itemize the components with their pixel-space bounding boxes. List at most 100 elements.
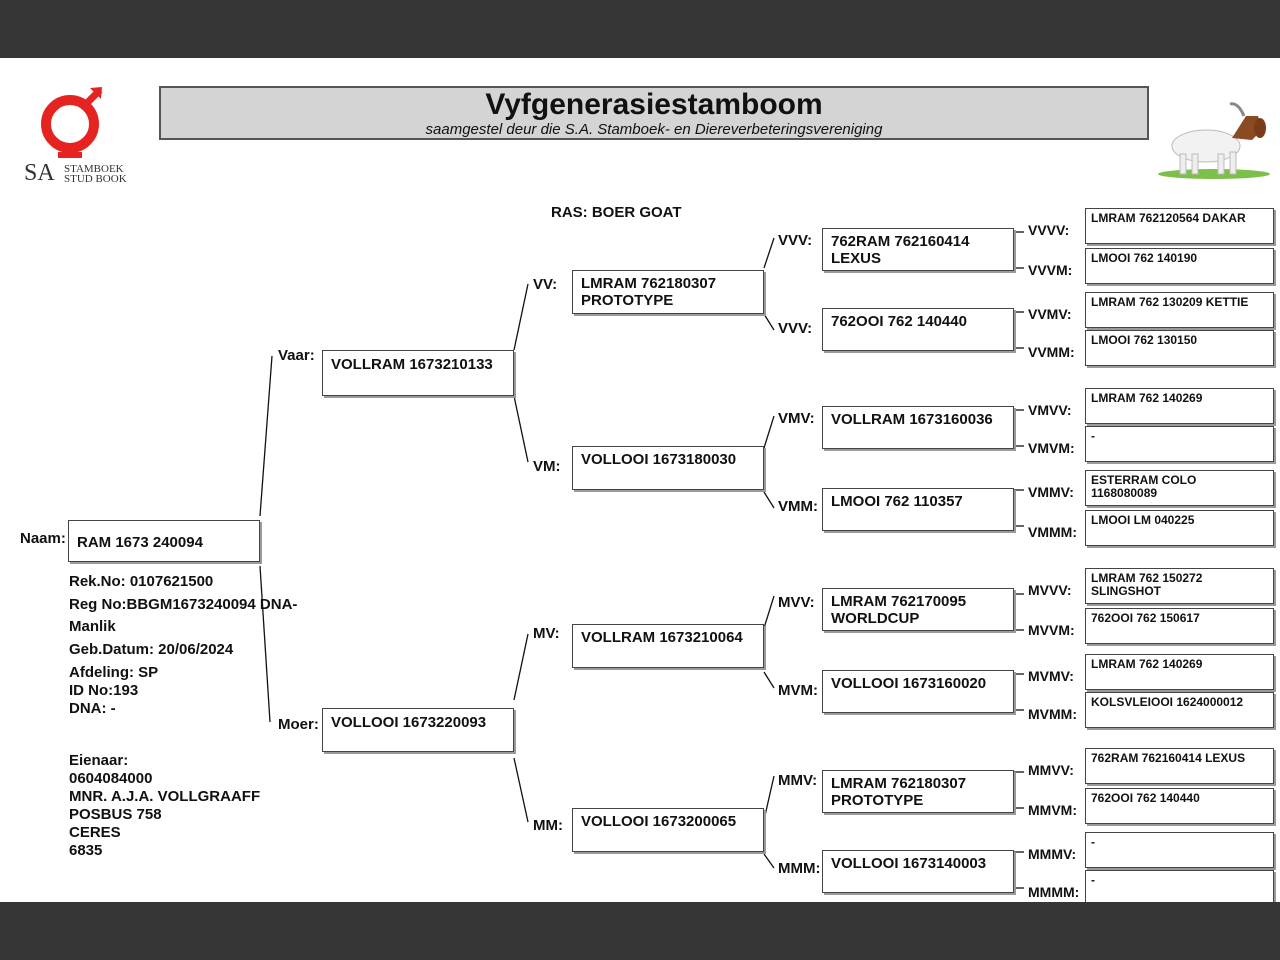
gen4-ancestor-box: 762OOI 762 150617: [1085, 608, 1274, 644]
detail-id-no: ID No:193: [69, 682, 139, 699]
pedigree-connector-lines: [259, 231, 1024, 889]
gen3-ancestor-box: VOLLRAM 1673160036: [822, 406, 1014, 449]
ancestor-name-line: LMRAM 762180307: [581, 275, 717, 292]
sire-label: Vaar:: [278, 347, 315, 364]
ancestor-name-line: KOLSVLEIOOI 1624000012: [1091, 695, 1244, 709]
ancestor-name-line: LMRAM 762 140269: [1091, 391, 1203, 405]
detail-sex: Manlik: [69, 618, 116, 635]
ancestor-name-line: LEXUS: [831, 250, 882, 267]
gen3-label: VVV:: [778, 320, 813, 337]
gen2-label: VM:: [533, 458, 561, 475]
gen2-label: MM:: [533, 817, 563, 834]
gen4-ancestor-box: LMOOI 762 140190: [1085, 248, 1274, 284]
gen4-ancestor-box: LMRAM 762 140269: [1085, 654, 1274, 690]
gen4-label: MVVV:: [1028, 582, 1072, 598]
gen4-label: MMMM:: [1028, 884, 1080, 900]
sa-studbook-logo: SA STAMBOEK STUD BOOK: [24, 84, 134, 189]
ancestor-name-line: VOLLOOI 1673200065: [581, 813, 737, 830]
owner-town: CERES: [69, 824, 121, 841]
ancestor-name-line: 762RAM 762160414: [831, 233, 970, 250]
page-subtitle: saamgestel deur die S.A. Stamboek- en Di…: [425, 121, 883, 138]
gen2-label: MV:: [533, 625, 560, 642]
owner-name: MNR. A.J.A. VOLLGRAAFF: [69, 788, 261, 805]
ancestor-name-line: -: [1091, 429, 1095, 443]
gen2-ancestor-box: VOLLOOI 1673180030: [572, 446, 764, 490]
gen4-label: MVVM:: [1028, 622, 1075, 638]
ancestor-name-line: LMOOI 762 110357: [831, 493, 963, 510]
animal-name-box: RAM 1673 240094: [68, 520, 260, 562]
owner-info: Eienaar: 0604084000 MNR. A.J.A. VOLLGRAA…: [69, 752, 260, 860]
logo-line1: STAMBOEK: [64, 163, 124, 175]
gen3-label: MMM:: [778, 860, 821, 877]
ancestor-name-line: 762OOI 762 140440: [1091, 791, 1200, 805]
ancestor-name-line: LMRAM 762 140269: [1091, 657, 1203, 671]
ancestor-name-line: 762OOI 762 140440: [831, 313, 967, 330]
gen4-label: VVMM:: [1028, 344, 1075, 360]
title-banner: Vyfgenerasiestamboom saamgestel deur die…: [159, 86, 1149, 140]
gen4-ancestor-box: LMOOI LM 040225: [1085, 510, 1274, 546]
detail-rek-no: Rek.No: 0107621500: [69, 573, 214, 590]
dam-box: VOLLOOI 1673220093: [322, 708, 514, 752]
ancestor-name-line: WORLDCUP: [831, 610, 920, 627]
ancestor-name-line: ESTERRAM COLO: [1091, 473, 1197, 487]
gen3-label: MVV:: [778, 594, 815, 611]
gen4-label: VVMV:: [1028, 306, 1072, 322]
animal-details: Rek.No: 0107621500 Reg No:BBGM1673240094…: [69, 573, 297, 718]
owner-address: POSBUS 758: [69, 806, 162, 823]
gen4-ancestor-box: KOLSVLEIOOI 1624000012: [1085, 692, 1274, 728]
gen4-label: MMVM:: [1028, 802, 1077, 818]
gen4-ancestor-box: LMRAM 762 130209 KETTIE: [1085, 292, 1274, 328]
gen4-label: MVMV:: [1028, 668, 1074, 684]
gen3-ancestor-box: LMOOI 762 110357: [822, 488, 1014, 531]
ancestor-name-line: VOLLRAM 1673160036: [831, 411, 993, 428]
ancestor-name-line: LMRAM 762 130209 KETTIE: [1091, 295, 1249, 309]
gen4-label: VVVV:: [1028, 222, 1070, 238]
gen2-ancestor-box: VOLLRAM 1673210064: [572, 624, 764, 668]
gen4-label: MMVV:: [1028, 762, 1074, 778]
gen3-label: VMM:: [778, 498, 818, 515]
logo-sa-text: SA: [24, 160, 55, 186]
ancestor-name-line: VOLLOOI 1673180030: [581, 451, 737, 468]
ancestor-name-line: VOLLOOI 1673140003: [831, 855, 987, 872]
ancestor-name-line: LMRAM 762170095: [831, 593, 967, 610]
ancestor-name-line: VOLLRAM 1673210064: [581, 629, 743, 646]
ancestor-name-line: LMOOI 762 140190: [1091, 251, 1198, 265]
bottom-bar: [0, 902, 1280, 960]
ancestor-name-line: LMRAM 762120564 DAKAR: [1091, 211, 1246, 225]
detail-birth-date: Geb.Datum: 20/06/2024: [69, 641, 234, 658]
ancestor-name-line: 762OOI 762 150617: [1091, 611, 1200, 625]
owner-number: 0604084000: [69, 770, 153, 787]
gen4-label: MVMM:: [1028, 706, 1077, 722]
logo-line2: STUD BOOK: [64, 173, 127, 185]
dam-label: Moer:: [278, 716, 319, 733]
ancestor-name-line: -: [1091, 873, 1095, 887]
ancestor-name-line: 762RAM 762160414 LEXUS: [1091, 751, 1246, 765]
detail-dna: DNA: -: [69, 700, 116, 717]
pedigree-document: SA STAMBOEK STUD BOOK Vyfgenerasiestambo…: [0, 58, 1280, 906]
breed-label: RAS: BOER GOAT: [551, 204, 682, 221]
gen4-ancestor-box: -: [1085, 426, 1274, 462]
top-bar: [0, 0, 1280, 58]
gen4-ancestor-box: LMOOI 762 130150: [1085, 330, 1274, 366]
detail-reg-no: Reg No:BBGM1673240094 DNA-: [69, 596, 298, 613]
gen4-ancestor-box: 762RAM 762160414 LEXUS: [1085, 748, 1274, 784]
page-title: Vyfgenerasiestamboom: [485, 88, 823, 121]
owner-postcode: 6835: [69, 842, 103, 859]
detail-section: Afdeling: SP: [69, 664, 159, 681]
ancestor-name-line: 1168080089: [1091, 486, 1158, 500]
ancestor-name-line: LMOOI LM 040225: [1091, 513, 1195, 527]
sire-box: VOLLRAM 1673210133: [322, 350, 514, 396]
gen3-ancestor-box: VOLLOOI 1673140003: [822, 850, 1014, 893]
gen2-label: VV:: [533, 276, 558, 293]
logo-emblem-icon: [41, 87, 103, 158]
gen4-label: VMMV:: [1028, 484, 1074, 500]
gen3-label: MMV:: [778, 772, 818, 789]
ancestor-name-line: PROTOTYPE: [581, 292, 674, 309]
ancestor-name-line: LMRAM 762 150272: [1091, 571, 1203, 585]
gen4-label: VMVM:: [1028, 440, 1075, 456]
gen4-ancestor-box: -: [1085, 870, 1274, 906]
